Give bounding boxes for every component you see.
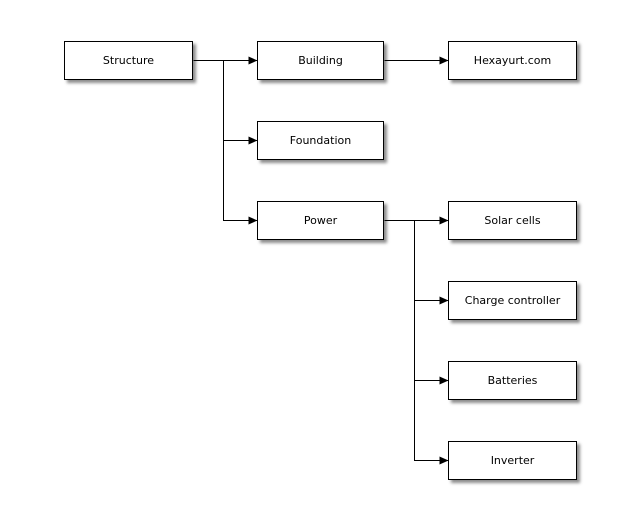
node-inverter: Inverter (448, 441, 577, 480)
node-charge-controller: Charge controller (448, 281, 577, 320)
edge-structure-to-foundation (193, 60, 258, 145)
node-label: Solar cells (484, 214, 541, 227)
edge-structure-to-power (193, 60, 258, 225)
edge-power-to-inverter (384, 220, 449, 465)
node-foundation: Foundation (257, 121, 384, 160)
node-solar-cells: Solar cells (448, 201, 577, 240)
node-label: Power (303, 214, 338, 227)
node-label: Building (298, 54, 343, 67)
node-hexayurt: Hexayurt.com (448, 41, 577, 80)
node-structure: Structure (64, 41, 193, 80)
edge-power-to-charge-controller (384, 220, 449, 305)
node-label: Inverter (490, 454, 535, 467)
node-label: Foundation (289, 134, 352, 147)
node-power: Power (257, 201, 384, 240)
node-label: Batteries (487, 374, 538, 387)
node-batteries: Batteries (448, 361, 577, 400)
node-building: Building (257, 41, 384, 80)
node-label: Charge controller (464, 294, 561, 307)
node-label: Structure (102, 54, 155, 67)
node-label: Hexayurt.com (473, 54, 552, 67)
